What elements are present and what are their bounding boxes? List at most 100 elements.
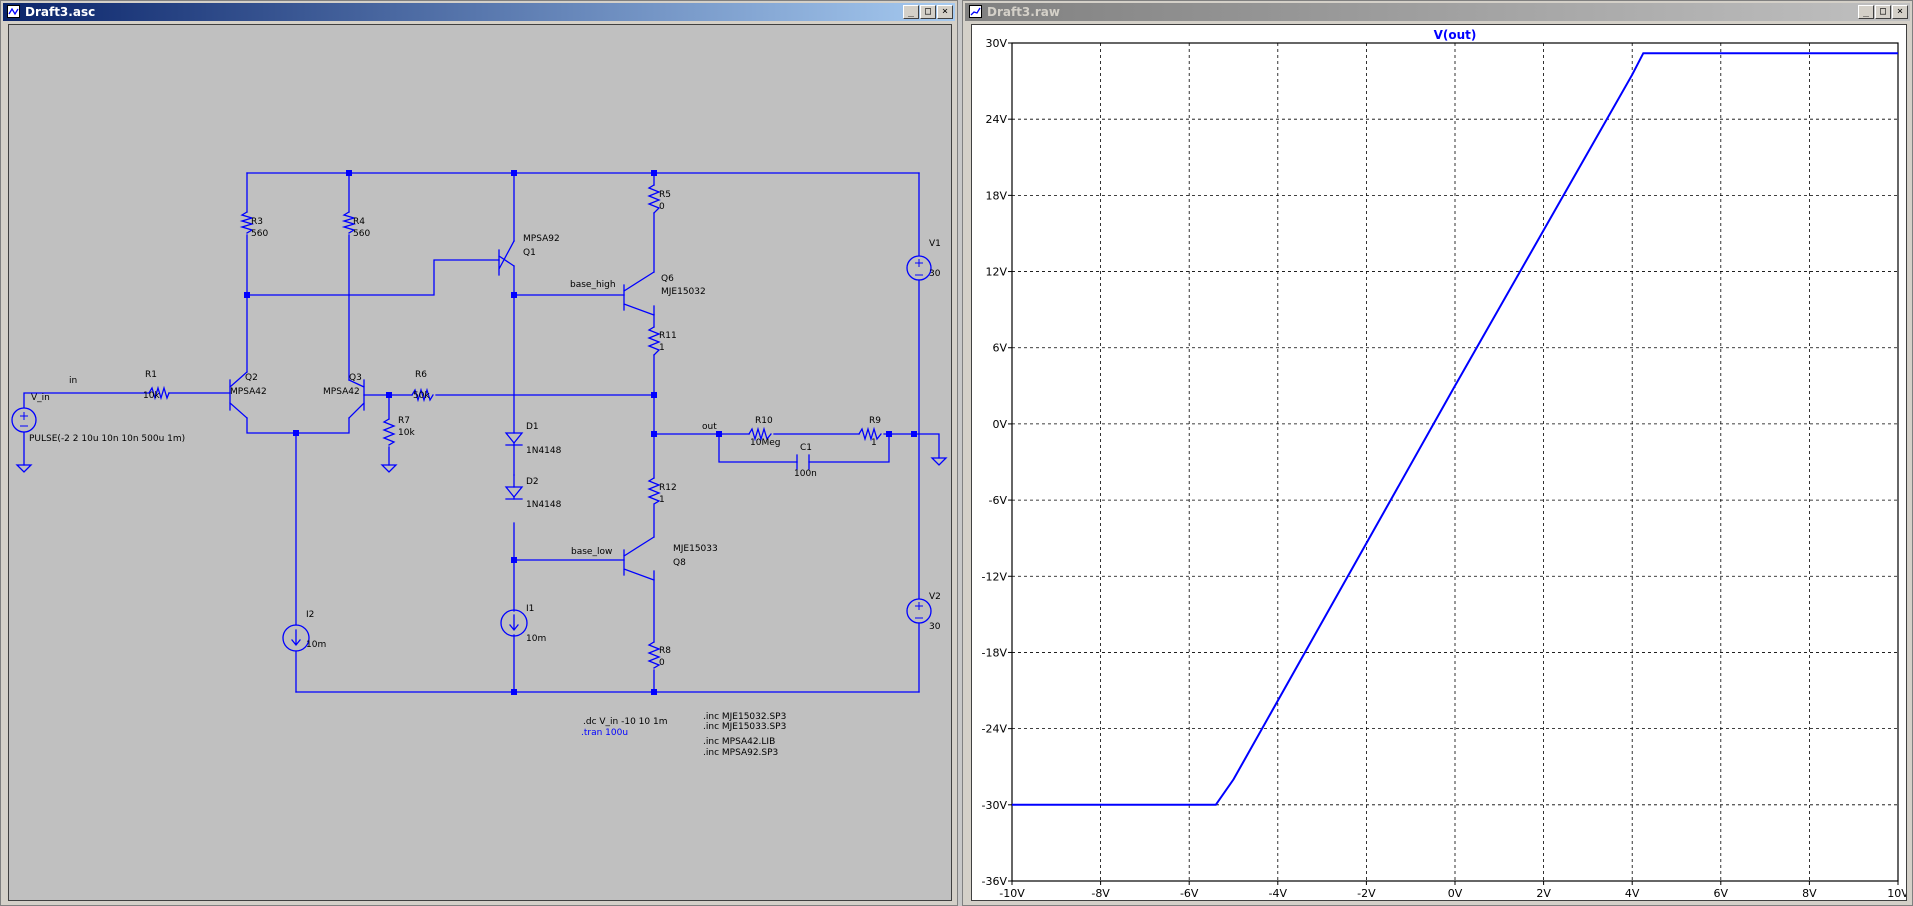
maximize-button[interactable]: □ — [1875, 5, 1891, 19]
q3-name: Q3 — [349, 373, 362, 383]
q6-name: Q6 — [661, 274, 674, 284]
x-tick-label: 0V — [1448, 887, 1463, 900]
d1-name: D1 — [526, 422, 539, 432]
dc-directive[interactable]: .dc V_in -10 10 1m — [583, 717, 667, 727]
schematic-titlebar[interactable]: Draft3.asc _ □ × — [3, 3, 955, 21]
v1-value: 30 — [929, 269, 941, 279]
r6-name: R6 — [415, 370, 427, 380]
i1-name: I1 — [526, 604, 534, 614]
r8-name: R8 — [659, 646, 671, 656]
v1-name: V1 — [929, 239, 941, 249]
plot-grid — [1012, 43, 1898, 881]
v2-name: V2 — [929, 592, 941, 602]
net-label-base-low: base_low — [571, 547, 612, 557]
trace-layer[interactable] — [1012, 52, 1898, 806]
r10-value: 10Meg — [750, 438, 780, 448]
y-tick-label: -24V — [982, 723, 1008, 736]
net-label-base-high: base_high — [570, 280, 616, 290]
schematic-drawing[interactable]: in base_high base_low out V_in PULSE(-2 … — [9, 25, 952, 901]
waveform-viewer-icon — [969, 5, 982, 18]
y-tick-label: -12V — [982, 570, 1008, 583]
x-tick-label: -4V — [1269, 887, 1288, 900]
x-tick-label: 10V — [1887, 887, 1907, 900]
waveform-plot[interactable]: 30V24V18V12V6V0V-6V-12V-18V-24V-30V-36V … — [972, 25, 1907, 901]
plot-window[interactable]: Draft3.raw _ □ × 30V 24V 18V 12V 6V 0V -6V -12V… — [962, 0, 1913, 906]
r10-name: R10 — [755, 416, 773, 426]
net-label-out: out — [702, 422, 717, 432]
close-button[interactable]: × — [1892, 5, 1908, 19]
y-tick-label: 30V — [985, 37, 1007, 50]
x-tick-label: -2V — [1357, 887, 1376, 900]
r3-value: 560 — [251, 229, 268, 239]
d2-name: D2 — [526, 477, 539, 487]
inc-directive-3[interactable]: .inc MPSA42.LIB — [703, 737, 775, 747]
q2-value: MPSA42 — [230, 387, 267, 397]
trace-title[interactable]: V(out) — [1434, 28, 1477, 42]
plot-frame — [1011, 42, 1899, 882]
r5-value: 0 — [659, 202, 665, 212]
r4-value: 560 — [353, 229, 370, 239]
close-button[interactable]: × — [937, 5, 953, 19]
r11-name: R11 — [659, 331, 677, 341]
q1-name: Q1 — [523, 248, 536, 258]
x-tick-label: 6V — [1714, 887, 1729, 900]
plot-titlebar[interactable]: Draft3.raw _ □ × — [965, 3, 1910, 21]
y-tick-label: 18V — [985, 189, 1007, 202]
minimize-button[interactable]: _ — [1858, 5, 1874, 19]
x-tick-label: -10V — [999, 887, 1025, 900]
i2-name: I2 — [306, 610, 314, 620]
y-tick-label: -30V — [982, 799, 1008, 812]
i1-value: 10m — [526, 634, 546, 644]
q2-name: Q2 — [245, 373, 258, 383]
i2-value: 10m — [306, 640, 326, 650]
ltspice-schematic-icon — [7, 5, 20, 18]
tran-directive[interactable]: .tran 100u — [581, 728, 628, 738]
c1-value: 100n — [794, 469, 817, 479]
r7-value: 10k — [398, 428, 415, 438]
y-tick-label: 24V — [985, 113, 1007, 126]
d1-value: 1N4148 — [526, 446, 562, 456]
q8-name: Q8 — [673, 558, 686, 568]
minimize-button[interactable]: _ — [903, 5, 919, 19]
r8-value: 0 — [659, 658, 665, 668]
schematic-title: Draft3.asc — [25, 5, 96, 19]
r9-value: 1 — [871, 438, 877, 448]
x-tick-label: 4V — [1625, 887, 1640, 900]
d2-value: 1N4148 — [526, 500, 562, 510]
r1-value: 10k — [143, 391, 160, 401]
x-tick-label: -8V — [1091, 887, 1110, 900]
vin-name: V_in — [31, 393, 50, 403]
schematic-canvas[interactable]: in base_high base_low out V_in PULSE(-2 … — [8, 24, 952, 901]
plot-title: Draft3.raw — [987, 5, 1060, 19]
y-tick-label: 6V — [992, 342, 1007, 355]
y-tick-label: -6V — [989, 494, 1008, 507]
r12-name: R12 — [659, 483, 677, 493]
q3-value: MPSA42 — [323, 387, 360, 397]
series-line-vout[interactable] — [1012, 52, 1898, 806]
y-tick-label: -18V — [982, 646, 1008, 659]
net-label-in: in — [69, 376, 77, 386]
vin-value: PULSE(-2 2 10u 10n 10n 500u 1m) — [29, 434, 185, 444]
r12-value: 1 — [659, 495, 665, 505]
v2-value: 30 — [929, 622, 941, 632]
q6-value: MJE15032 — [661, 287, 706, 297]
r7-name: R7 — [398, 416, 410, 426]
inc-directive-1[interactable]: .inc MJE15032.SP3 — [703, 712, 786, 722]
c1-name: C1 — [800, 443, 812, 453]
inc-directive-4[interactable]: .inc MPSA92.SP3 — [703, 748, 778, 758]
maximize-button[interactable]: □ — [920, 5, 936, 19]
y-tick-label: 12V — [985, 266, 1007, 279]
schematic-window[interactable]: Draft3.asc _ □ × — [0, 0, 958, 906]
r6-value: 50k — [413, 391, 430, 401]
r1-name: R1 — [145, 370, 157, 380]
q8-value: MJE15033 — [673, 544, 718, 554]
x-tick-label: 2V — [1536, 887, 1551, 900]
inc-directive-2[interactable]: .inc MJE15033.SP3 — [703, 722, 786, 732]
x-tick-label: -6V — [1180, 887, 1199, 900]
r3-name: R3 — [251, 217, 263, 227]
r9-name: R9 — [869, 416, 881, 426]
r4-name: R4 — [353, 217, 365, 227]
